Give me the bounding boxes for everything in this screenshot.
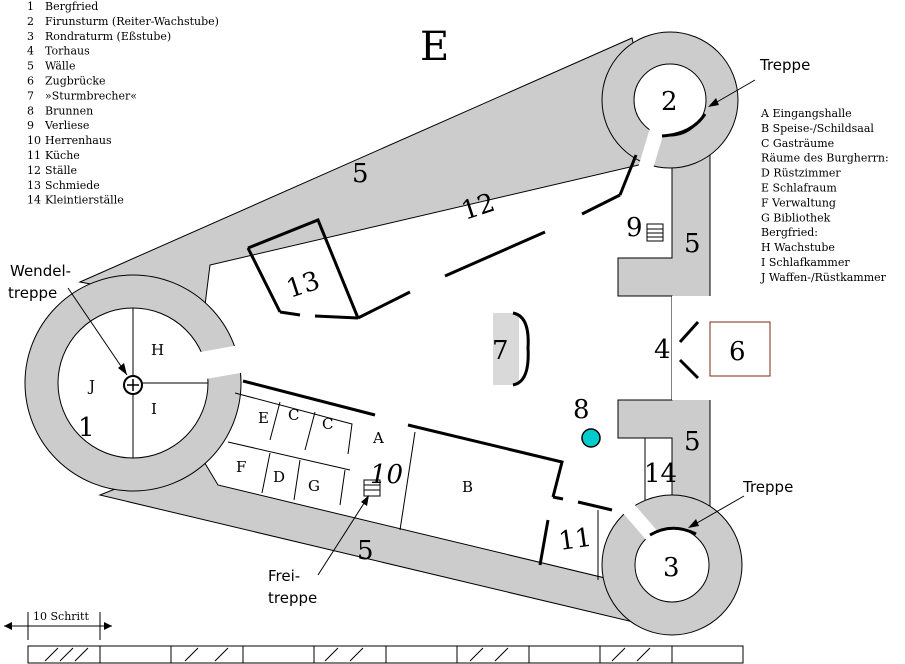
pointer-arrows [67,79,756,576]
legend-left-number: 2 [27,15,34,28]
label-9: 9 [626,213,643,243]
legend-left: 1 Bergfried 2 Firunsturm (Reiter-Wachstube)… [27,0,219,207]
label-5-east-lower: 5 [684,427,701,457]
legend-right-line: H Wachstube [761,241,835,254]
legend-right-line: A Eingangshalle [760,107,852,120]
legend-left-text: Zugbrücke [45,75,106,88]
legend-right-line: E Schlafraum [761,182,837,195]
legend-left-number: 6 [27,75,34,88]
label-5-north: 5 [352,159,369,189]
legend-left-text: Kleintierställe [45,194,124,207]
ramparts [78,37,711,627]
legend-right-line: C Gasträume [761,137,834,150]
legend-left-number: 3 [27,30,34,43]
sturmbrecher [493,311,530,387]
treppe-label-south: Treppe [742,478,793,496]
scale-bar: 10 Schritt [4,610,744,664]
legend-right-line: Räume des Burgherrn: [761,152,889,165]
tower-2-firunsturm [601,31,739,172]
label-6: 6 [729,337,746,367]
legend-left-number: 4 [27,45,34,58]
label-3: 3 [663,553,680,583]
dungeon-grate-icon [646,223,664,242]
tower-3-rondraturm [601,494,743,636]
free-staircase-icon [363,479,381,497]
room-C-2: C [322,415,333,433]
label-7: 7 [492,336,509,366]
legend-right-line: I Schlafkammer [761,256,850,269]
legend-left-number: 5 [27,60,34,73]
room-F: F [236,458,246,476]
freitreppe-label-2: treppe [268,589,317,607]
legend-left-number: 8 [27,104,34,117]
stables-smithy-walls [246,154,638,320]
legend-right: A Eingangshalle B Speise-/Schildsaal C Gas… [760,107,889,284]
label-11: 11 [557,523,594,557]
room-H: H [151,341,164,359]
legend-left-text: Bergfried [45,0,98,13]
legend-left-number: 9 [27,119,34,132]
treppe-label-north: Treppe [759,56,810,74]
legend-left-text: Wälle [45,60,75,73]
room-J: J [87,377,95,395]
legend-left-number: 14 [27,194,41,207]
legend-right-line: G Bibliothek [761,211,831,224]
room-B: B [462,478,473,496]
room-A: A [372,429,384,447]
drawbridge [709,321,771,377]
room-D: D [273,468,285,486]
tower-1-bergfried [24,274,246,492]
label-10: 10 [370,460,403,490]
room-G: G [308,477,320,495]
legend-right-line: Bergfried: [761,226,818,239]
legend-left-number: 13 [27,179,41,192]
legend-left-text: Ställe [45,164,77,177]
legend-left-text: Brunnen [45,104,93,117]
legend-left-number: 7 [27,89,34,102]
label-8: 8 [573,395,590,425]
label-5-south: 5 [357,536,374,566]
manor-house [227,379,613,580]
rampart-north [78,37,661,306]
room-E: E [258,409,269,427]
wendeltreppe-label-2: treppe [8,284,57,302]
label-1: 1 [78,413,95,443]
scale-label: 10 Schritt [33,610,89,623]
legend-left-number: 1 [27,0,34,13]
legend-left-text: Firunsturm (Reiter-Wachstube) [45,15,219,28]
legend-left-number: 11 [27,149,41,162]
legend-left-text: Küche [45,149,80,162]
legend-left-text: Rondraturm (Eßstube) [45,30,171,43]
legend-left-text: Herrenhaus [45,134,112,147]
label-13: 13 [283,266,324,305]
room-I: I [151,400,157,418]
legend-right-line: J Waffen-/Rüstkammer [760,271,887,284]
label-14: 14 [644,459,677,489]
label-5-east-upper: 5 [684,229,701,259]
legend-left-text: Torhaus [45,45,90,58]
gatehouse [672,296,771,400]
legend-right-line: D Rüstzimmer [761,167,841,180]
wendeltreppe-label-1: Wendel- [10,262,71,280]
well-icon [581,428,601,448]
legend-left-text: Schmiede [45,179,100,192]
legend-right-line: B Speise-/Schildsaal [761,122,874,135]
compass-label: E [420,24,449,70]
freitreppe-label-1: Frei- [268,567,300,585]
label-4: 4 [654,335,671,365]
legend-left-number: 10 [27,134,41,147]
legend-right-line: F Verwaltung [761,196,836,209]
legend-left-text: »Sturmbrecher« [45,89,137,102]
legend-left-text: Verliese [44,119,89,132]
legend-left-number: 12 [27,164,41,177]
label-2: 2 [661,87,678,117]
room-C-1: C [288,406,299,424]
